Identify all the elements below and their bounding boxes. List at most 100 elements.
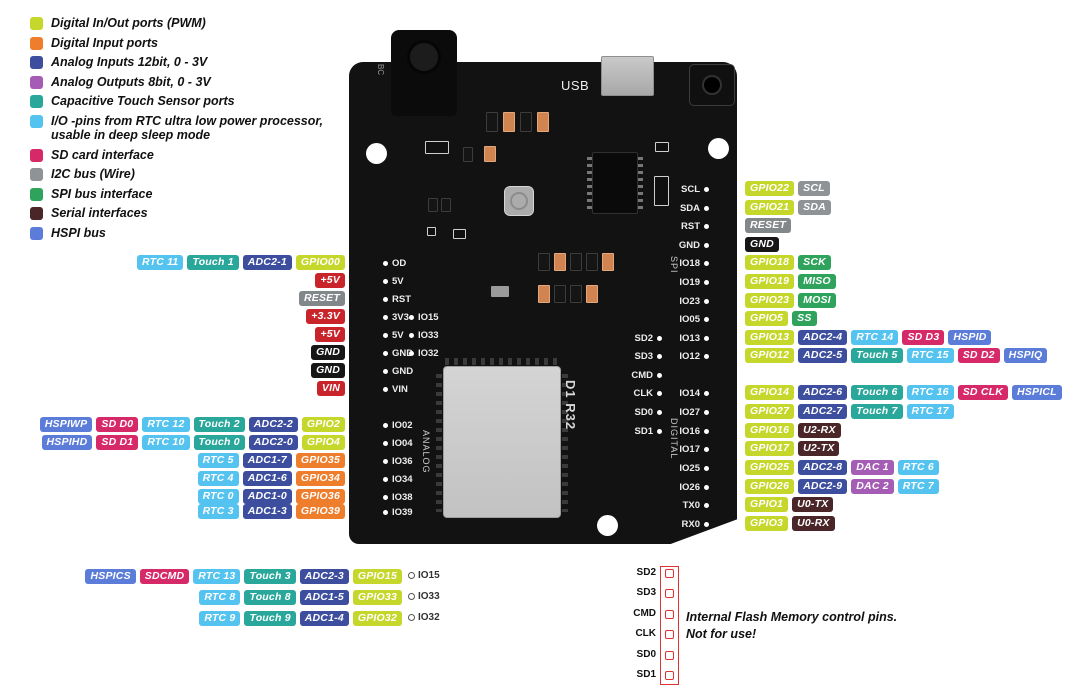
pin-row: VIN [316,381,345,396]
board-pin-io26: IO26 [679,481,709,493]
legend-item: I/O -pins from RTC ultra low power proce… [30,114,323,143]
legend-item: Digital In/Out ports (PWM) [30,16,323,31]
board-pin-od: OD [383,257,406,269]
flash-pin-label-clk: CLK [635,628,656,639]
pin-label-rtc-5: RTC 5 [197,453,239,468]
pin-label-touch-3: Touch 3 [244,569,296,584]
component [602,253,614,271]
reset-button-cap [702,75,722,95]
pin-pad [657,353,662,359]
board-pin-io12: IO12 [679,350,709,362]
pin-label-adc2-4: ADC2-4 [798,330,848,345]
board-pin-io25: IO25 [679,462,709,474]
pin-label-gpio21: GPIO21 [745,200,795,215]
board-pin-io02: IO02 [383,419,413,431]
board-pin-3v3: 3V3 [383,311,409,323]
esp32-pads-right [562,374,568,512]
pin-label-gpio25: GPIO25 [745,460,795,475]
board-pin-io36: IO36 [383,455,413,467]
board-pin-io04: IO04 [383,437,413,449]
esp32-pads-top [445,358,559,365]
pin-label-gpio12: GPIO12 [745,348,795,363]
legend-item: SD card interface [30,148,323,163]
legend-swatch-adc [30,56,43,69]
pin-label-touch-7: Touch 7 [851,404,903,419]
pin-label-reset: RESET [298,291,345,306]
pin-pad [704,409,709,415]
board-pin-scl: SCL [681,183,709,195]
flash-pin-label-sd0: SD0 [636,649,656,660]
board-pin-io15: IO15 [409,311,439,323]
legend-swatch-touch [30,95,43,108]
component [427,227,436,236]
board-pin-clk: CLK [633,387,662,399]
pin-label-gpio4: GPIO4 [301,435,345,450]
component [586,285,598,303]
pin-label-adc2-8: ADC2-8 [798,460,848,475]
pin-pad [704,521,709,527]
pin-label-adc2-6: ADC2-6 [798,385,848,400]
legend-label: Digital In/Out ports (PWM) [51,16,206,30]
pin-label-gpio23: GPIO23 [745,293,795,308]
pin-pad [409,314,414,320]
pin-label-adc2-5: ADC2-5 [798,348,848,363]
pin-label-gpio32: GPIO32 [352,611,402,626]
flash-pins-highlight-box [660,566,679,685]
pin-label-touch-1: Touch 1 [187,255,239,270]
io-marker-io33: IO33 [408,591,440,602]
flash-pin-pad [665,630,674,639]
pin-label-gpio35: GPIO35 [295,453,345,468]
component [463,147,473,162]
board-pin-io13: IO13 [679,332,709,344]
pin-pad [704,205,709,211]
pin-pad [657,409,662,415]
pin-label-rtc-8: RTC 8 [199,590,241,605]
pin-label-gpio36: GPIO36 [295,489,345,504]
flash-pin-label-sd1: SD1 [636,669,656,680]
legend-item: SPI bus interface [30,187,323,202]
pin-pad [383,278,388,284]
pin-label-sda: SDA [798,200,831,215]
mounting-hole [366,143,387,164]
pin-label-u2-tx: U2-TX [798,441,840,456]
board-pin-rst: RST [383,293,411,305]
board-pin-io17: IO17 [679,443,709,455]
pin-pad [383,494,388,500]
board-pin-gnd: GND [383,365,413,377]
pin-label-hspid: HSPID [948,330,992,345]
mounting-hole [597,515,618,536]
power-jack [391,30,457,116]
component [570,253,582,271]
pin-pad [383,296,388,302]
pin-label-reset: RESET [745,218,792,233]
component [441,198,451,212]
pin-label-gpio13: GPIO13 [745,330,795,345]
component [538,253,550,271]
pin-pad [383,458,388,464]
pin-pad [704,446,709,452]
board-pin-io19: IO19 [679,276,709,288]
flash-pin-pad [665,671,674,680]
pin-pad [704,223,709,229]
pin-label-u0-rx: U0-RX [792,516,835,531]
pin-label-gpio14: GPIO14 [745,385,795,400]
component [425,141,449,154]
pin-label-adc2-9: ADC2-9 [798,479,848,494]
legend: Digital In/Out ports (PWM)Digital Input … [30,16,323,245]
component [520,112,532,132]
pin-label-rtc-9: RTC 9 [199,611,241,626]
pin-row: RESET [745,218,792,233]
pin-label-u2-rx: U2-RX [798,423,841,438]
component [538,285,550,303]
component [428,198,438,212]
pin-label-miso: MISO [798,274,836,289]
pin-pad [704,316,709,322]
pin-label-gpio3: GPIO3 [745,516,789,531]
pin-label-hspicl: HSPICL [1012,385,1062,400]
